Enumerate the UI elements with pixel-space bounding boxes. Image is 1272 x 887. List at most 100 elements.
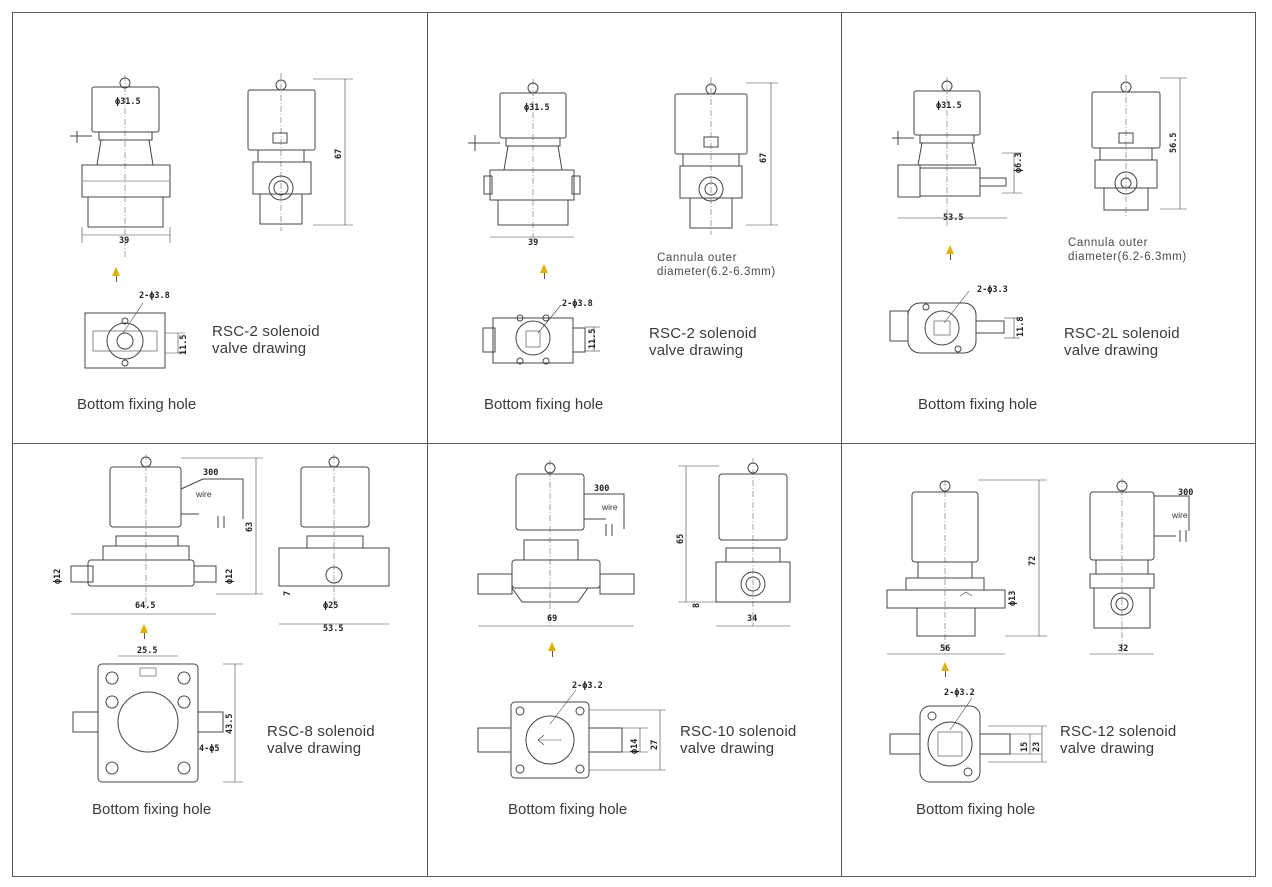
dim-port: ϕ14: [630, 738, 640, 754]
dim-hole-spacing: 11.5: [179, 334, 189, 355]
panel-caption: RSC-2 solenoid valve drawing: [212, 323, 320, 357]
rsc12-drawing: [886, 478, 1190, 783]
rsc10-drawing: [477, 458, 791, 779]
panel-caption: RSC-10 solenoid valve drawing: [680, 723, 796, 757]
dim-width: 53.5: [943, 213, 964, 223]
caption-line-2: valve drawing: [680, 740, 775, 757]
dim-width: 39: [119, 236, 130, 246]
bottom-fixing-label: Bottom fixing hole: [916, 801, 1036, 818]
bottom-fixing-label: Bottom fixing hole: [484, 396, 604, 413]
dim-port-left: ϕ12: [53, 568, 63, 584]
caption-line-1: RSC-10 solenoid: [680, 723, 797, 740]
direction-arrow-stem: [144, 633, 145, 639]
dim-side-width: 53.5: [323, 624, 344, 634]
caption-line-1: RSC-2 solenoid: [649, 325, 757, 342]
panel-caption: RSC-8 solenoid valve drawing: [267, 723, 375, 757]
caption-line-2: valve drawing: [649, 342, 744, 359]
dim-width: 64.5: [135, 601, 156, 611]
frame-col-2: [841, 12, 842, 877]
dim-width: 39: [528, 238, 539, 248]
direction-arrow: [941, 662, 949, 671]
dim-wire-len: 300: [594, 484, 610, 494]
bottom-fixing-label: Bottom fixing hole: [508, 801, 628, 818]
panel-rsc8: 300 wire 63 ϕ12 ϕ12 64.5 7 ϕ25 53.5 25.5…: [13, 444, 427, 876]
dim-height: 63: [245, 521, 255, 532]
caption-line-1: RSC-8 solenoid: [267, 723, 375, 740]
frame-col-1: [427, 12, 428, 877]
dim-hole-spacing: 11.8: [1016, 316, 1026, 337]
frame-right: [1255, 12, 1256, 877]
panel-caption: RSC-2L solenoid valve drawing: [1064, 325, 1180, 359]
dim-hole-spacing: 11.5: [588, 328, 598, 349]
dim-bottom-w: 25.5: [137, 646, 158, 656]
direction-arrow: [112, 267, 120, 276]
dim-height: 67: [759, 152, 769, 163]
cannula-line-1: Cannula outer: [657, 252, 738, 264]
dim-side-width: 34: [747, 614, 758, 624]
dim-side-h: 7: [283, 590, 293, 596]
dim-top-dia: ϕ31.5: [524, 103, 550, 113]
dim-bottom-h: 27: [650, 739, 660, 750]
frame-mid-row: [12, 443, 1256, 444]
bottom-fixing-label: Bottom fixing hole: [92, 801, 212, 818]
dim-hole: 2-ϕ3.8: [139, 291, 170, 301]
dim-side-h: 8: [692, 602, 702, 608]
caption-line-1: RSC-2L solenoid: [1064, 325, 1180, 342]
caption-line-2: valve drawing: [1060, 740, 1155, 757]
frame-top: [12, 12, 1256, 13]
dim-top-dia: ϕ31.5: [115, 97, 141, 107]
dim-wire-len: 300: [1178, 488, 1194, 498]
cannula-note: Cannula outer diameter(6.2-6.3mm): [1068, 236, 1187, 264]
direction-arrow-stem: [552, 651, 553, 657]
dim-wire-len: 300: [203, 468, 219, 478]
dim-hole: 2-ϕ3.2: [572, 681, 603, 691]
rsc2l-drawing: [889, 75, 1187, 354]
caption-line-2: valve drawing: [267, 740, 362, 757]
dim-pipe: ϕ6.3: [1014, 152, 1024, 173]
dim-width: 56: [940, 644, 951, 654]
cannula-line-1: Cannula outer: [1068, 237, 1149, 249]
dim-width: 69: [547, 614, 558, 624]
panel-caption: RSC-2 solenoid valve drawing: [649, 325, 757, 359]
dim-height: 56.5: [1169, 132, 1179, 153]
dim-spacing-b: 23: [1032, 741, 1042, 752]
caption-line-1: RSC-12 solenoid: [1060, 723, 1177, 740]
dim-spacing-a: 15: [1020, 741, 1030, 752]
dim-hole: 2-ϕ3.3: [977, 285, 1008, 295]
direction-arrow: [140, 624, 148, 633]
dim-bottom-h: 43.5: [225, 713, 235, 734]
dim-side-width: 32: [1118, 644, 1129, 654]
dim-side-port: ϕ25: [323, 601, 339, 611]
cannula-line-2: diameter(6.2-6.3mm): [1068, 251, 1187, 263]
direction-arrow-stem: [945, 671, 946, 677]
caption-line-1: RSC-2 solenoid: [212, 323, 320, 340]
dim-height: 72: [1028, 555, 1038, 566]
caption-line-2: valve drawing: [212, 340, 307, 357]
dim-top-dia: ϕ31.5: [936, 101, 962, 111]
direction-arrow-stem: [116, 276, 117, 282]
panel-rsc12: 300 wire 72 ϕ13 56 32 2-ϕ3.2 15 23 RSC-1…: [842, 444, 1255, 876]
bottom-fixing-label: Bottom fixing hole: [918, 396, 1038, 413]
panel-rsc2-a: ϕ31.5 39 67 2-ϕ3.8 11.5 RSC-2 solenoid v…: [13, 13, 427, 443]
wire-label: wire: [1172, 510, 1188, 520]
dim-port: ϕ13: [1008, 590, 1018, 606]
direction-arrow-stem: [544, 273, 545, 279]
bottom-fixing-label: Bottom fixing hole: [77, 396, 197, 413]
direction-arrow-stem: [950, 254, 951, 260]
caption-line-2: valve drawing: [1064, 342, 1159, 359]
rsc8-drawing: [70, 454, 390, 783]
cannula-note: Cannula outer diameter(6.2-6.3mm): [657, 251, 776, 279]
wire-label: wire: [602, 502, 618, 512]
cannula-line-2: diameter(6.2-6.3mm): [657, 266, 776, 278]
dim-port-right: ϕ12: [225, 568, 235, 584]
dim-hole: 2-ϕ3.8: [562, 299, 593, 309]
direction-arrow: [540, 264, 548, 273]
dim-height: 67: [334, 148, 344, 159]
dim-height: 65: [676, 533, 686, 544]
rsc2-a-drawing: [70, 73, 353, 369]
dim-hole: 2-ϕ3.2: [944, 688, 975, 698]
dim-holes: 4-ϕ5: [199, 744, 220, 754]
frame-left: [12, 12, 13, 877]
direction-arrow: [548, 642, 556, 651]
